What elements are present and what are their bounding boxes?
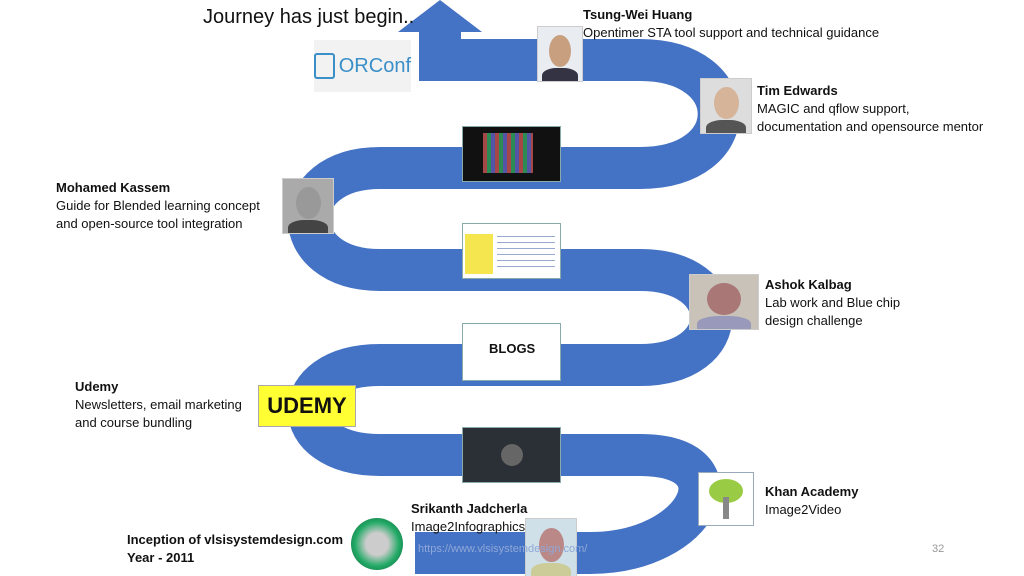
orconf-logo: ORConf <box>314 40 411 92</box>
chip-icon <box>314 53 335 79</box>
blogs-label: BLOGS <box>489 341 536 356</box>
layout-screenshot <box>462 126 561 182</box>
globe-logo <box>351 518 403 570</box>
photo-ashok-kalbag <box>689 274 759 330</box>
khan-academy-logo <box>698 472 754 526</box>
photo-tsung-wei-huang <box>537 26 583 82</box>
blogs-thumbnail: BLOGS <box>462 323 561 381</box>
video-thumbnail <box>462 427 561 483</box>
website-url: https://www.vlsisystemdesign.com/ <box>418 543 588 555</box>
photo-srikanth-jadcherla <box>525 518 577 576</box>
play-icon <box>501 444 523 466</box>
photo-mohamed-kassem <box>282 178 334 234</box>
page-number: 32 <box>932 543 945 555</box>
photo-tim-edwards <box>700 78 752 134</box>
orconf-logo-text: ORConf <box>338 54 411 77</box>
infographic-thumbnail <box>462 223 561 279</box>
arrow-head <box>398 0 482 32</box>
slide-title: Journey has just begin.. <box>203 6 415 28</box>
udemy-logo: UDEMY <box>258 385 356 427</box>
